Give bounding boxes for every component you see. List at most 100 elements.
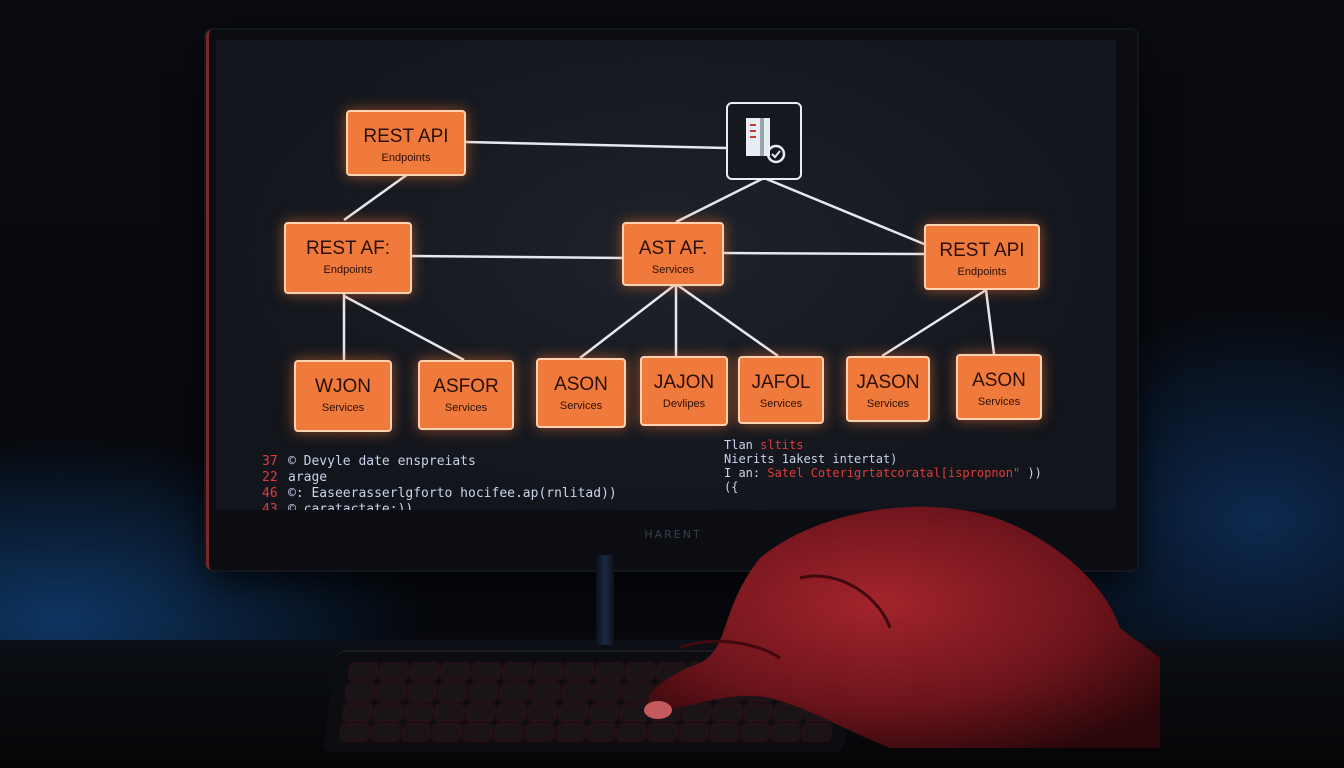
keyboard-key[interactable] xyxy=(377,684,406,700)
node-subtitle: Devlipes xyxy=(662,398,706,410)
server-icon[interactable] xyxy=(726,102,802,180)
node-title: REST API xyxy=(363,126,449,147)
keyboard-key[interactable] xyxy=(407,684,436,700)
code-line: 22 arage xyxy=(262,470,617,486)
code-line: 37 © Devyle date enspreiats xyxy=(262,454,617,470)
code-text: ©: Easeerasserlgforto hocifee.ap(rnlitad… xyxy=(288,486,617,501)
keyboard-key[interactable] xyxy=(503,664,532,680)
node-title: ASFOR xyxy=(433,376,499,397)
node-title: JASON xyxy=(856,372,920,393)
node-subtitle: Endpoints xyxy=(323,264,373,276)
code-highlight: Satel Coterigrtatcoratal[ispropnon" xyxy=(767,466,1021,480)
keyboard-key[interactable] xyxy=(435,704,464,720)
keyboard-key[interactable] xyxy=(564,664,593,680)
keyboard-key[interactable] xyxy=(374,704,403,720)
keyboard-key[interactable] xyxy=(562,684,590,700)
line-number: 43 xyxy=(262,502,278,510)
keyboard-key[interactable] xyxy=(466,704,495,720)
keyboard-key[interactable] xyxy=(528,704,557,720)
keyboard-key[interactable] xyxy=(595,664,624,680)
code-text: © Devyle date enspreiats xyxy=(288,454,476,469)
code-line: 43 © caratactate:)) xyxy=(262,502,617,510)
code-text: Tlan xyxy=(724,438,761,452)
node-title: AST AF. xyxy=(638,238,708,259)
node-jajon[interactable]: JAJON Devlipes xyxy=(640,356,728,426)
node-subtitle: Services xyxy=(977,396,1021,408)
node-title: REST AF: xyxy=(305,238,391,259)
keyboard-key[interactable] xyxy=(410,664,439,680)
code-line: ({ xyxy=(724,480,1042,494)
keyboard-key[interactable] xyxy=(556,724,585,740)
keyboard-key[interactable] xyxy=(531,684,560,700)
diagram-connectors xyxy=(342,140,996,362)
node-ast-af[interactable]: AST AF. Services xyxy=(622,222,724,286)
node-jason[interactable]: JASON Services xyxy=(846,356,930,422)
node-title: JAJON xyxy=(653,372,715,393)
keyboard-key[interactable] xyxy=(472,664,501,680)
node-rest-api-right[interactable]: REST API Endpoints xyxy=(924,224,1040,290)
node-asfor[interactable]: ASFOR Services xyxy=(418,360,514,430)
node-title: ASON xyxy=(972,370,1026,391)
node-title: JAFOL xyxy=(751,372,811,393)
node-ason[interactable]: ASON Services xyxy=(536,358,626,428)
monitor-brand: HARENT xyxy=(644,528,702,541)
server-glyph-icon xyxy=(746,118,786,164)
keyboard-key[interactable] xyxy=(469,684,498,700)
keyboard-key[interactable] xyxy=(343,704,372,720)
node-subtitle: Services xyxy=(651,264,695,276)
keyboard-key[interactable] xyxy=(380,664,408,680)
node-subtitle: Services xyxy=(559,400,603,412)
code-line: 46 ©: Easeerasserlgforto hocifee.ap(rnlit… xyxy=(262,486,617,502)
code-text: arage xyxy=(288,470,328,485)
line-number: 46 xyxy=(262,486,278,501)
code-text: © caratactate:)) xyxy=(288,502,414,510)
keyboard-key[interactable] xyxy=(441,664,470,680)
node-title: REST API xyxy=(939,240,1025,261)
code-line: I an: Satel Coterigrtatcoratal[ispropnon… xyxy=(724,466,1042,480)
keyboard-key[interactable] xyxy=(438,684,467,700)
keyboard-key[interactable] xyxy=(559,704,588,720)
keyboard-key[interactable] xyxy=(349,664,378,680)
node-subtitle: Services xyxy=(321,402,365,414)
hand xyxy=(644,506,1160,748)
code-line: Nierits 1akest intertat) xyxy=(724,452,1042,466)
keyboard-key[interactable] xyxy=(346,684,375,700)
node-jafol[interactable]: JAFOL Services xyxy=(738,356,824,424)
node-subtitle: Endpoints xyxy=(957,266,1007,278)
code-panel-right: Tlan sltits Nierits 1akest intertat) I a… xyxy=(724,438,1042,494)
keyboard-key[interactable] xyxy=(494,724,523,740)
keyboard-key[interactable] xyxy=(525,724,554,740)
node-subtitle: Endpoints xyxy=(381,152,431,164)
keyboard-key[interactable] xyxy=(497,704,526,720)
keyboard-key[interactable] xyxy=(534,664,563,680)
keyboard-key[interactable] xyxy=(590,704,618,720)
node-rest-api-top[interactable]: REST API Endpoints xyxy=(346,110,466,176)
node-rest-af[interactable]: REST AF: Endpoints xyxy=(284,222,412,294)
code-text: )) xyxy=(1020,466,1042,480)
keyboard-key[interactable] xyxy=(463,724,492,740)
keyboard-key[interactable] xyxy=(405,704,434,720)
keyboard-key[interactable] xyxy=(340,724,369,740)
line-number: 22 xyxy=(262,470,278,485)
node-subtitle: Services xyxy=(866,398,910,410)
node-ason-right[interactable]: ASON Services xyxy=(956,354,1042,420)
code-line: Tlan sltits xyxy=(724,438,1042,452)
node-subtitle: Services xyxy=(759,398,803,410)
keyboard-key[interactable] xyxy=(592,684,621,700)
code-text: ({ xyxy=(724,480,739,494)
keyboard-key[interactable] xyxy=(371,724,400,740)
keyboard-key[interactable] xyxy=(500,684,529,700)
monitor-screen: REST API Endpoints REST AF: Endpoints AS… xyxy=(216,40,1116,510)
node-subtitle: Services xyxy=(444,402,488,414)
monitor-stand xyxy=(596,555,614,645)
keyboard-key[interactable] xyxy=(402,724,431,740)
code-text: I an: xyxy=(724,466,768,480)
line-number: 37 xyxy=(262,454,278,469)
node-wjon[interactable]: WJON Services xyxy=(294,360,392,432)
node-title: ASON xyxy=(554,374,608,395)
code-highlight: sltits xyxy=(760,438,804,452)
keyboard-key[interactable] xyxy=(587,724,616,740)
code-panel-left: 37 © Devyle date enspreiats 22 arage 46 ©: … xyxy=(262,454,617,510)
keyboard-key[interactable] xyxy=(433,724,462,740)
code-text: Nierits 1akest intertat) xyxy=(724,452,898,466)
